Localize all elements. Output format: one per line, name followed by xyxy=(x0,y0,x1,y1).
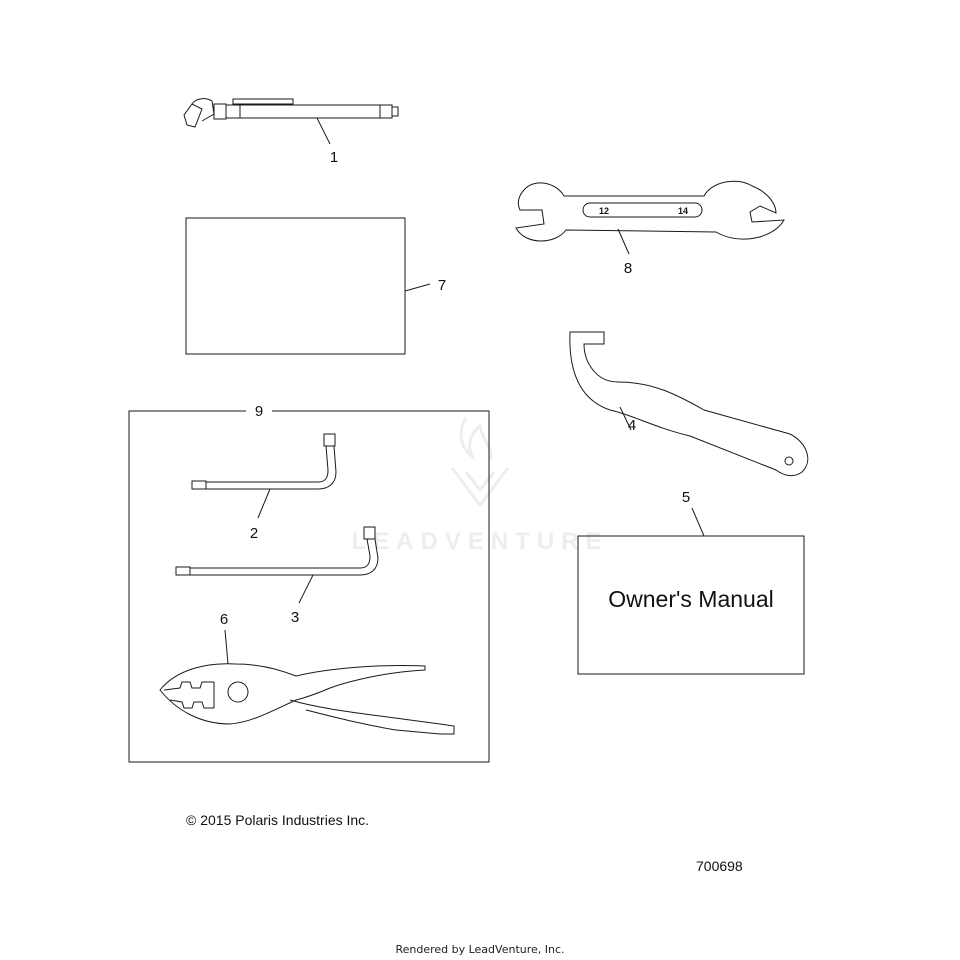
callout-2: 2 xyxy=(250,525,258,542)
watermark-text: LEADVENTURE xyxy=(351,528,609,555)
card-part-7 xyxy=(185,217,431,355)
rendered-by-text: Rendered by LeadVenture, Inc. xyxy=(395,943,565,956)
spanner-part-4 xyxy=(569,331,809,477)
hex-key-part-3 xyxy=(175,526,379,604)
callout-8: 8 xyxy=(624,260,632,277)
watermark-logo-icon xyxy=(450,417,510,508)
part-number: 700698 xyxy=(696,858,743,874)
owners-manual-part-5 xyxy=(577,507,805,675)
callout-6: 6 xyxy=(220,611,228,628)
wrench-part-8 xyxy=(515,180,785,255)
copyright-text: © 2015 Polaris Industries Inc. xyxy=(186,812,370,828)
pliers-part-6 xyxy=(159,629,455,735)
callout-1: 1 xyxy=(330,149,338,166)
callout-4: 4 xyxy=(628,417,636,434)
owners-manual-title: Owner's Manual xyxy=(608,586,774,612)
tool-kit-box-part-9 xyxy=(128,410,490,763)
callout-9: 9 xyxy=(255,403,263,420)
wrench-size-right: 14 xyxy=(678,206,688,216)
callout-7: 7 xyxy=(438,277,446,294)
callout-3: 3 xyxy=(291,609,299,626)
tire-gauge-part-1 xyxy=(183,98,399,145)
callout-5: 5 xyxy=(682,489,690,506)
hex-key-part-2 xyxy=(191,433,337,519)
wrench-size-left: 12 xyxy=(599,206,609,216)
